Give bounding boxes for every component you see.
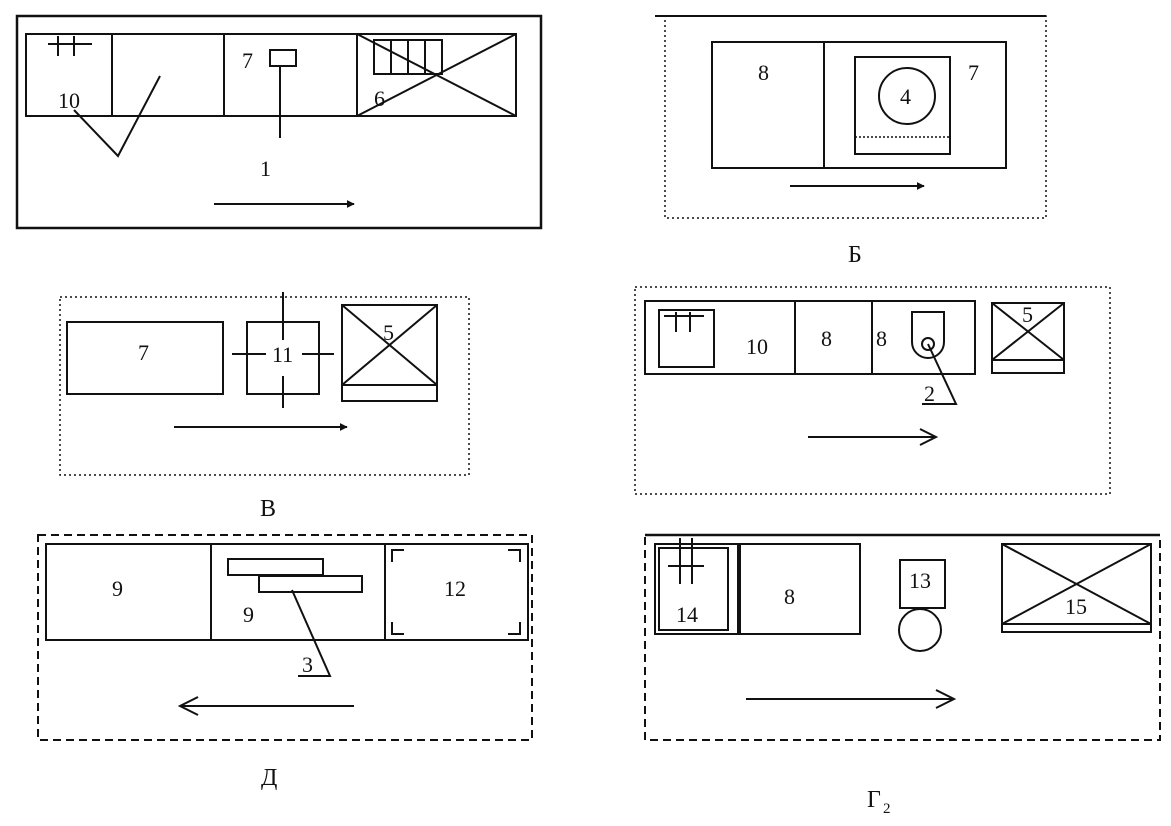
hash-mark-icon	[668, 538, 704, 584]
label-12: 12	[444, 576, 466, 601]
panel-frame	[634, 286, 1111, 495]
flow-arrow	[808, 428, 939, 446]
label-8: 8	[784, 584, 795, 609]
label-9a: 9	[112, 576, 123, 601]
label-5: 5	[1022, 302, 1033, 327]
pump-circle-icon	[898, 608, 942, 652]
panel-frame	[15, 14, 543, 230]
panel-frame	[37, 534, 533, 741]
panel-v: 7 11 5	[59, 292, 470, 476]
label-8a: 8	[821, 326, 832, 351]
label-11: 11	[272, 342, 293, 367]
label-3: 3	[302, 652, 313, 677]
leader-line-3	[291, 589, 332, 677]
nozzle-hole-icon	[921, 337, 935, 351]
tank-inner	[658, 547, 729, 631]
block-7	[66, 321, 224, 395]
tray-lower	[258, 575, 363, 593]
cross-line	[991, 302, 1065, 361]
label-9b: 9	[243, 602, 254, 627]
panel-top-left: 10 7 6 1	[15, 14, 543, 230]
label-7: 7	[242, 48, 253, 73]
label-10: 10	[58, 88, 80, 113]
label-6: 6	[374, 86, 385, 111]
label-13: 13	[909, 568, 931, 593]
block-8	[739, 543, 861, 635]
hash-mark-icon	[664, 312, 704, 332]
leader-line-2	[922, 343, 958, 405]
panel-frame	[644, 534, 1161, 741]
label-7: 7	[138, 340, 149, 365]
inner-unit	[854, 56, 951, 155]
label-8b: 8	[876, 326, 887, 351]
label-7: 7	[968, 60, 979, 85]
panel-g2: 10 8 8 2 5	[634, 286, 1111, 495]
grate-icon	[373, 39, 443, 75]
flow-arrow	[746, 689, 957, 709]
cross-line	[341, 304, 438, 386]
small-box	[269, 49, 297, 67]
label-4: 4	[900, 84, 911, 109]
caption-g2-subscript: 2	[883, 801, 891, 817]
panel-g2-bottom: 14 8 13 15	[644, 533, 1161, 741]
tray-upper	[227, 558, 324, 576]
cross-connector-icon	[232, 292, 334, 408]
nozzle-icon	[911, 311, 945, 359]
label-5: 5	[383, 320, 394, 345]
label-15: 15	[1065, 594, 1087, 619]
panel-frame	[59, 296, 470, 476]
corner-bracket-icon	[391, 549, 521, 635]
equipment-block	[711, 41, 1007, 169]
equipment-line	[45, 543, 529, 641]
block-5-base	[341, 384, 438, 402]
flow-arrow	[177, 696, 354, 716]
block-15-base	[1001, 623, 1152, 633]
label-1: 1	[260, 156, 271, 181]
panel-b: 8 4 7	[655, 15, 1047, 219]
vessel-circle-icon	[878, 67, 936, 125]
hash-mark-icon	[48, 36, 92, 56]
caption-g2: Г 2	[867, 787, 891, 817]
label-8: 8	[758, 60, 769, 85]
block-5-base	[991, 359, 1065, 374]
caption-d: Д	[261, 765, 277, 791]
label-2: 2	[924, 381, 935, 406]
inner-tank	[658, 309, 715, 368]
leader-line-10	[73, 75, 161, 158]
cross-line	[1001, 543, 1152, 625]
label-14: 14	[676, 602, 698, 627]
caption-g2-letter: Г	[867, 787, 881, 813]
label-10: 10	[746, 334, 768, 359]
block-13	[899, 559, 946, 609]
caption-b: Б	[848, 242, 862, 268]
panel-d: 9 9 3 12	[37, 534, 533, 741]
equipment-line	[644, 300, 976, 375]
tank-outer	[654, 543, 739, 635]
equipment-line	[25, 33, 517, 117]
caption-v: В	[260, 496, 276, 522]
